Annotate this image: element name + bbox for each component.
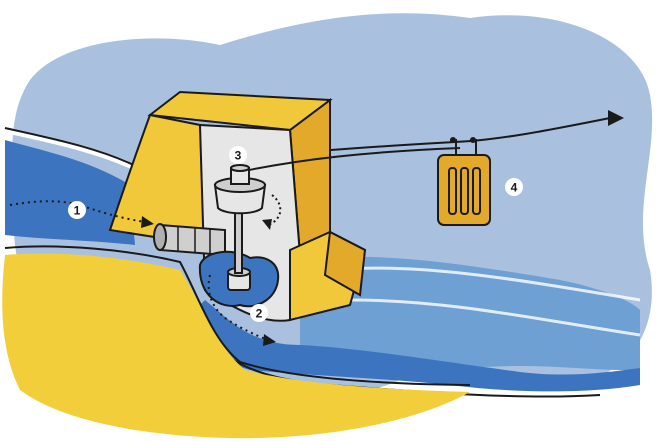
marker-transformer: 4 (505, 178, 523, 196)
turbine-shaft (235, 205, 242, 273)
penstock-pipe (154, 224, 225, 255)
marker-generator: 3 (229, 146, 247, 164)
marker-transformer-label: 4 (511, 181, 518, 195)
marker-outflow-label: 2 (256, 307, 263, 321)
marker-outflow: 2 (250, 304, 268, 322)
marker-intake-label: 1 (74, 204, 81, 218)
marker-intake: 1 (68, 201, 86, 219)
marker-generator-label: 3 (235, 149, 242, 163)
